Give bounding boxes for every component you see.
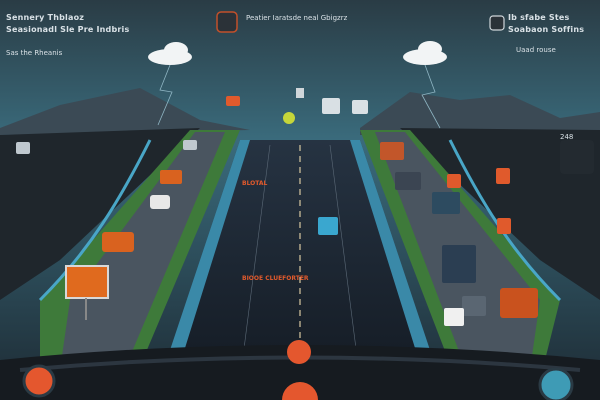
- left-side-road: [60, 132, 225, 380]
- orange-truck: [160, 170, 182, 184]
- lane-line-left: [239, 144, 271, 381]
- info-sign: [318, 217, 338, 235]
- dark-car: [395, 172, 421, 190]
- left-header-subtitle: Seasionadl Sle Pre Indbris: [6, 25, 130, 34]
- road-label-upper: BLOTAL: [242, 180, 268, 187]
- lane-line-right: [329, 144, 361, 381]
- bottom-right-badge: [538, 367, 574, 400]
- connector-line: [421, 64, 441, 129]
- orange-sign: [497, 218, 511, 234]
- red-truck: [380, 142, 404, 160]
- connector-line: [157, 64, 173, 126]
- bottom-left-badge: [22, 364, 56, 398]
- right-section-heading: Uaad rouse: [516, 46, 556, 54]
- orange-sign: [226, 96, 240, 106]
- bottom-band: [0, 345, 600, 400]
- left-section-heading: Sas the Rheanis: [6, 49, 63, 57]
- mountain-left: [0, 88, 250, 135]
- map-pin-icon: [283, 112, 295, 124]
- orange-kiosk: [500, 288, 538, 318]
- highway-right-edge: [350, 140, 440, 380]
- highway-left-edge: [160, 140, 250, 380]
- left-dark-field: [0, 128, 200, 300]
- gear-icon: [489, 15, 505, 31]
- bottom-center-badge: [282, 382, 318, 400]
- blue-truck: [432, 192, 460, 214]
- right-panel-number: 248: [560, 133, 574, 141]
- dark-panel: [560, 140, 594, 174]
- right-header-subtitle: Soabaon Soffins: [508, 25, 585, 34]
- white-sign: [444, 308, 464, 326]
- road-label-lower: BIOOE CLUEFORTER: [242, 275, 309, 282]
- orange-sign: [496, 168, 510, 184]
- map-icon: [16, 142, 30, 154]
- small-car: [183, 140, 197, 150]
- mountain-right: [360, 92, 600, 135]
- left-river: [38, 139, 152, 302]
- phone-icon: [296, 88, 304, 98]
- left-header-title: Sennery Thblaoz: [6, 13, 85, 22]
- white-car: [150, 195, 170, 209]
- highway-marker-icon: [287, 340, 311, 364]
- orange-van: [102, 232, 134, 252]
- cloud-icon: [403, 41, 447, 65]
- grey-car: [462, 296, 486, 316]
- right-header-title: Ib sfabe Stes: [508, 13, 570, 22]
- cloud-icon: [148, 42, 192, 65]
- orange-sign: [447, 174, 461, 188]
- center-header-title: Peatier Iaratsde neal Gbigzrz: [246, 14, 348, 22]
- billboard-sign: [65, 265, 109, 299]
- screen-icon: [352, 100, 368, 114]
- screen-icon: [322, 98, 340, 114]
- blue-container: [442, 245, 476, 283]
- logo-icon: [216, 11, 238, 33]
- right-dark-field: [400, 128, 600, 300]
